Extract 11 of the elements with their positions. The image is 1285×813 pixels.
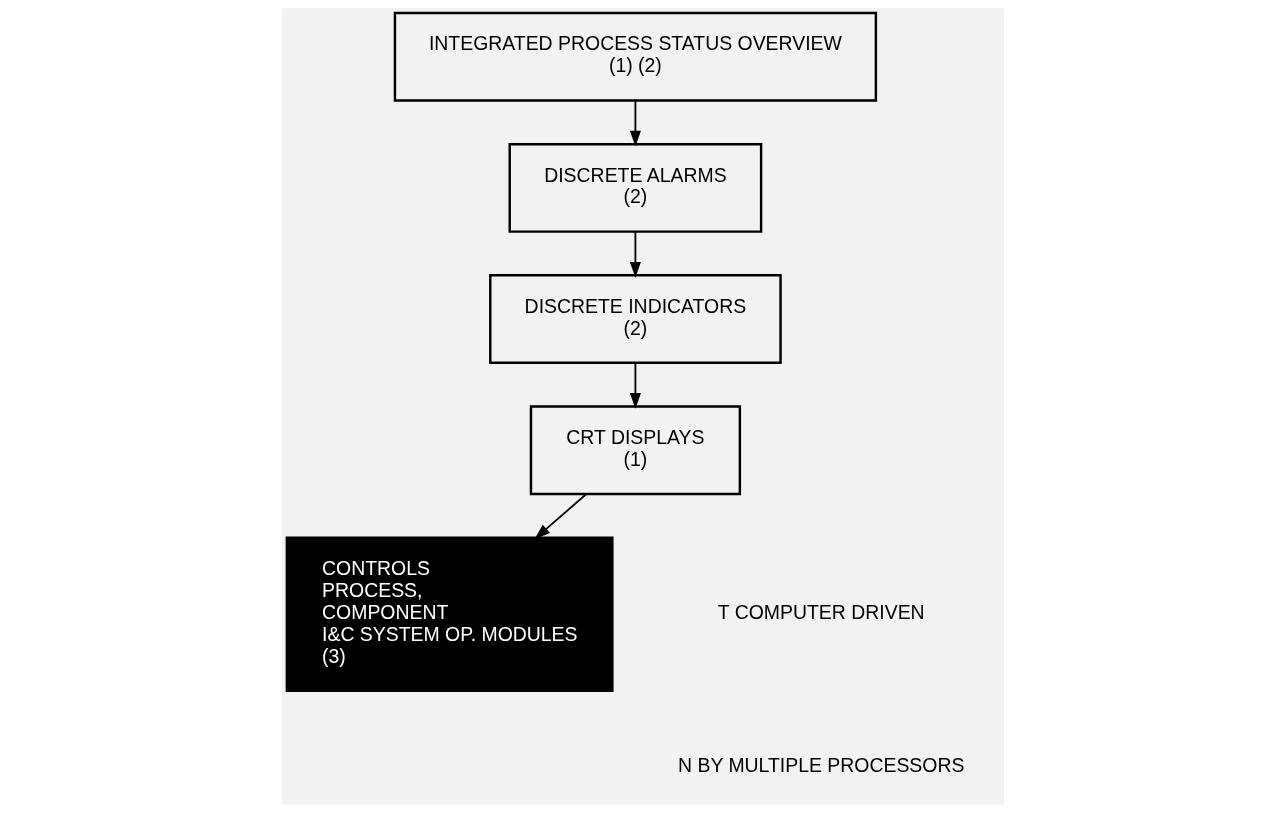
node-box: DISCRETE INDICATORS (2): [488, 274, 782, 364]
arrow: [533, 493, 587, 540]
node-box: CRT DISPLAYS (1): [529, 405, 741, 496]
node-box: DISCRETE ALARMS (2): [508, 142, 762, 233]
label: N BY MULTIPLE PROCESSORS: [677, 753, 964, 776]
node-box: INTEGRATED PROCESS STATUS OVERVIEW (1) (2): [393, 11, 877, 102]
arrow: [629, 99, 641, 147]
arrow: [629, 361, 641, 409]
arrow: [629, 230, 641, 278]
node-box: CONTROLS PROCESS, COMPONENT I&C SYSTEM OP. MODULES (3): [285, 536, 614, 692]
label: T COMPUTER DRIVEN: [717, 600, 925, 623]
